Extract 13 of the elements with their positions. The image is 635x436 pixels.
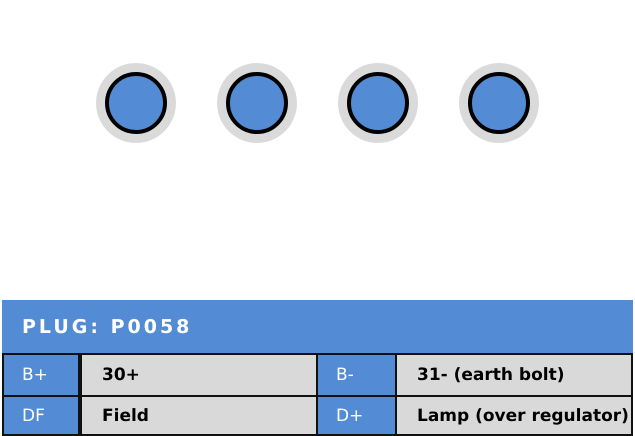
pin-function-cell: 31- (earth bolt) xyxy=(395,353,633,397)
pin-name-cell: DF xyxy=(2,395,80,436)
pin-name-cell: B+ xyxy=(2,353,80,397)
table-title: PLUG: P0058 xyxy=(2,300,633,355)
pin-function-cell: Lamp (over regulator) xyxy=(395,395,633,436)
pin-name-cell: D+ xyxy=(316,395,397,436)
pin-socket-icon xyxy=(459,63,539,143)
pin-function-cell: 30+ xyxy=(80,353,318,397)
pin-name-cell: B- xyxy=(316,353,397,397)
pin-socket-icon xyxy=(338,63,418,143)
pin-socket-icon xyxy=(96,63,176,143)
pin-socket-icon xyxy=(217,63,297,143)
pin-function-cell: Field xyxy=(80,395,318,436)
